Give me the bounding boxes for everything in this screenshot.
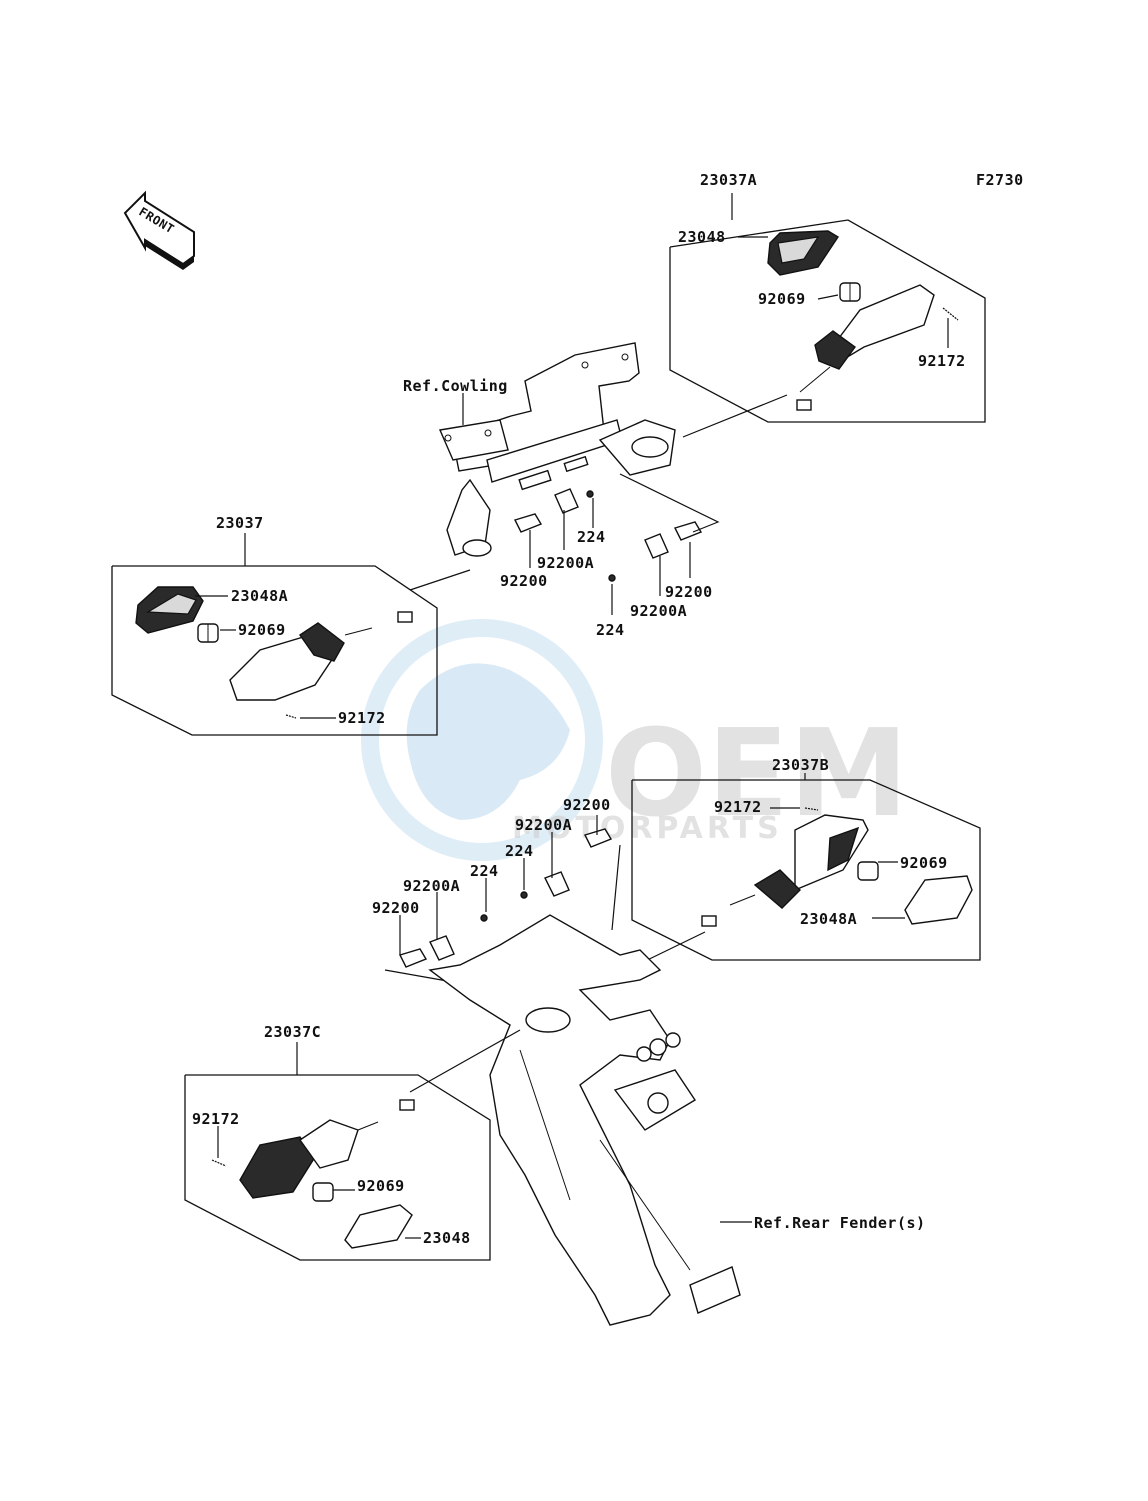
label-92069-right: 92069 <box>900 854 948 872</box>
label-92200-middle: 92200 <box>563 796 611 814</box>
label-92200-lower: 92200 <box>372 899 420 917</box>
turn-signal-23037A <box>796 284 935 411</box>
bulb-92069 <box>839 282 861 302</box>
screw-92172-right <box>804 807 819 811</box>
label-23048-bottom: 23048 <box>423 1229 471 1247</box>
turn-signal-23037C <box>239 1099 415 1199</box>
cowling-stay-bracket <box>439 342 676 557</box>
label-224-middle: 224 <box>505 842 534 860</box>
label-92200A-lower: 92200A <box>403 877 460 895</box>
group-23037A <box>669 193 986 438</box>
lens-23048-bottom <box>344 1204 413 1249</box>
label-92069-bottom: 92069 <box>357 1177 405 1195</box>
bulb-92069-left <box>197 623 219 643</box>
upper-clip-right <box>608 521 703 582</box>
front-arrow-icon: FRONT <box>123 190 195 270</box>
turn-signal-23037 <box>229 611 413 701</box>
label-23048A-right: 23048A <box>800 910 857 928</box>
bulb-92069-bottom <box>312 1182 334 1202</box>
group-23037 <box>111 533 471 736</box>
label-224-upper: 224 <box>577 528 606 546</box>
label-92200-upper: 92200 <box>500 572 548 590</box>
group-23037B <box>631 773 981 966</box>
label-92200-right: 92200 <box>665 583 713 601</box>
label-23048-top: 23048 <box>678 228 726 246</box>
lens-23048 <box>767 230 839 276</box>
label-23037B: 23037B <box>772 756 829 774</box>
label-ref-rear-fender: Ref.Rear Fender(s) <box>754 1214 926 1232</box>
rear-fender <box>428 914 741 1326</box>
group-23037C <box>184 1029 521 1261</box>
label-23037A: 23037A <box>700 171 757 189</box>
label-ref-cowling: Ref.Cowling <box>403 377 508 395</box>
watermark-sub: MOTORPARTS <box>512 811 783 846</box>
label-23037: 23037 <box>216 514 264 532</box>
label-224-lower: 224 <box>470 862 499 880</box>
diagram-code: F2730 <box>976 171 1024 189</box>
label-23048A-left: 23048A <box>231 587 288 605</box>
label-92200A-upper: 92200A <box>537 554 594 572</box>
label-92200A-right: 92200A <box>630 602 687 620</box>
label-92069-left: 92069 <box>238 621 286 639</box>
lens-23048A-left <box>135 586 204 634</box>
label-224-right: 224 <box>596 621 625 639</box>
lens-23048A-right <box>904 875 973 925</box>
bulb-92069-right <box>857 861 879 881</box>
screw-92172 <box>942 307 959 321</box>
label-92172-right: 92172 <box>714 798 762 816</box>
turn-signal-23037B <box>701 814 869 927</box>
label-23037C: 23037C <box>264 1023 321 1041</box>
label-92172-top: 92172 <box>918 352 966 370</box>
middle-clips <box>399 828 613 968</box>
upper-clip-left <box>514 488 594 533</box>
label-92200A-middle: 92200A <box>515 816 572 834</box>
label-92069-top: 92069 <box>758 290 806 308</box>
label-92172-bottom: 92172 <box>192 1110 240 1128</box>
label-92172-left: 92172 <box>338 709 386 727</box>
